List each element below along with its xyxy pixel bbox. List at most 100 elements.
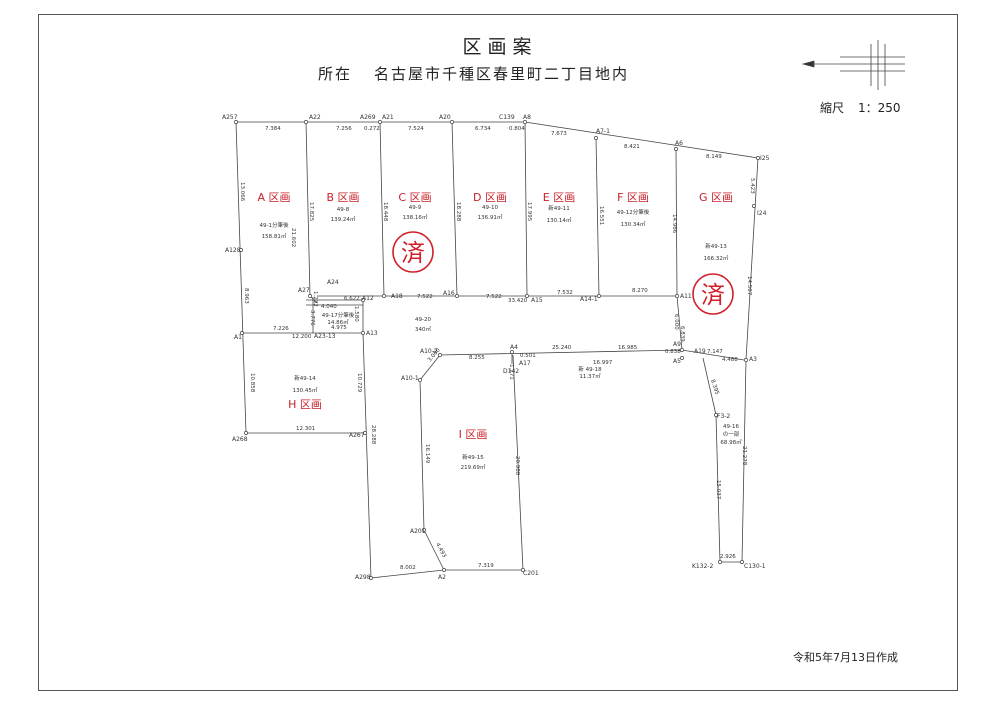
dimension-label: 10.729 (356, 373, 362, 393)
point-label: A15 (531, 297, 543, 304)
scale-label: 縮尺 (820, 101, 845, 115)
dimension-label: 0.804 (509, 126, 525, 132)
drawing-sheet-border (38, 14, 958, 691)
dimension-label: 0.272 (364, 126, 380, 132)
dimension-label: 18.288 (455, 202, 461, 222)
scale-note: 縮尺 1：250 (820, 99, 901, 116)
lot-area: 130.45㎡ (293, 386, 318, 394)
point-label: F3-2 (717, 413, 730, 420)
dimension-label: 18.448 (382, 202, 388, 222)
dimension-label: 8.149 (706, 154, 722, 160)
dimension-label: 15.037 (715, 480, 721, 500)
point-label: D142 (503, 368, 519, 375)
point-label: A24 (327, 279, 339, 286)
dimension-label: 7.147 (707, 349, 723, 355)
parcel-number: 新 49-18 (578, 365, 602, 373)
dimension-label: 16.551 (598, 206, 604, 225)
sold-stamp-c: 済 (392, 231, 434, 273)
point-label: A269 (360, 114, 376, 121)
point-label: A9 (673, 341, 681, 348)
lot-area: 138.16㎡ (403, 213, 428, 221)
point-label: A17 (519, 360, 531, 367)
dimension-label: 8.255 (469, 355, 485, 361)
point-label: A8 (523, 114, 531, 121)
creation-date: 令和5年7月13日作成 (793, 651, 898, 664)
dimension-label: 8.421 (624, 144, 640, 150)
parcel-number: 49-10 (482, 205, 498, 211)
dimension-label: 6.622 (344, 296, 360, 302)
dimension-label: 21.602 (290, 228, 296, 247)
dimension-label: 7.673 (551, 131, 567, 137)
dimension-label: 4.040 (321, 304, 337, 310)
dimension-label: 7.524 (408, 126, 424, 132)
point-label: C130-1 (744, 563, 766, 570)
sold-stamp-text: 済 (401, 239, 425, 267)
dimension-labels: 7.384 7.256 0.272 7.524 6.734 0.804 7.67… (239, 126, 755, 571)
lot-title-b: B 区画 (326, 191, 359, 204)
dimension-label: 4.488 (722, 357, 738, 363)
lot-title-f: F 区画 (617, 191, 649, 204)
dimension-label: 1.271 (508, 364, 514, 380)
dimension-label: 12.301 (296, 426, 315, 432)
location-line: 所在名古屋市千種区春里町二丁目地内 (318, 63, 629, 84)
scale-value: 1：250 (858, 101, 901, 115)
point-label: A13 (366, 330, 378, 337)
parcel-number: 49-12分筆後 (617, 208, 650, 216)
dimension-label: 1.580 (353, 306, 359, 322)
lot-title-g: G 区画 (699, 191, 733, 204)
point-label: I24 (757, 210, 767, 217)
parcel-number: 新49-13 (705, 242, 727, 250)
parcel-number: 新49-11 (548, 204, 569, 212)
point-label: A298 (355, 574, 371, 581)
lot-area: 130.34㎡ (621, 220, 646, 228)
point-labels: A257 A22 A269 A21 A20 C139 A8 A7-1 A6 I2… (222, 114, 770, 581)
dimension-label: 4.975 (331, 325, 347, 331)
lot-area: 219.69㎡ (461, 463, 486, 471)
sold-stamp-text: 済 (701, 281, 725, 309)
point-label: A19 (694, 348, 706, 355)
point-label: A18 (391, 293, 403, 300)
lot-title-e: E 区画 (543, 191, 575, 204)
point-label: A12 (362, 295, 374, 302)
dimension-label: 7.522 (417, 294, 433, 300)
dimension-label: 7.384 (265, 126, 281, 132)
dimension-label: 14.986 (671, 214, 677, 234)
dimension-label: 16.997 (593, 360, 613, 366)
sold-stamp-g: 済 (692, 273, 734, 315)
dimension-label: 7.319 (478, 563, 494, 569)
lot-titles: A 区画 B 区画 C 区画 D 区画 E 区画 F 区画 G 区画 H 区画 … (257, 191, 733, 441)
dimension-label: 8.963 (243, 288, 249, 304)
dimension-label: 6.839 (679, 326, 685, 342)
parcel-note: の一部 (723, 430, 740, 438)
point-label: A14-1 (580, 296, 598, 303)
dimension-label: 3.776 (309, 310, 315, 326)
dimension-label: 6.000 (673, 314, 679, 330)
lot-area: 68.98㎡ (720, 438, 742, 446)
dimension-label: 21.278 (741, 446, 747, 466)
dimension-label: 7.256 (336, 126, 352, 132)
dimension-label: 20.988 (514, 456, 520, 476)
lot-title-h: H 区画 (288, 398, 322, 411)
dimension-label: 0.838 (665, 349, 681, 355)
point-label: A21 (382, 114, 394, 121)
lot-area: 139.24㎡ (331, 215, 356, 223)
lot-area: 166.32㎡ (704, 254, 729, 262)
point-label: A268 (232, 436, 248, 443)
point-label: K132-2 (692, 563, 714, 570)
lot-details: 49-1分筆後 158.81㎡ 49-8 139.24㎡ 49-9 138.16… (260, 204, 743, 471)
dimension-label: 16.985 (618, 345, 638, 351)
lot-title-i: I 区画 (459, 428, 488, 441)
parcel-number: 49-17分筆後 (322, 311, 355, 319)
parcel-number: 49-9 (409, 205, 422, 211)
lot-area: 158.81㎡ (262, 232, 287, 240)
point-label: A27 (298, 287, 310, 294)
dimension-label: 17.995 (526, 202, 532, 222)
road-parcel-number: 49-20 (415, 317, 431, 323)
dimension-label: 25.240 (552, 345, 572, 351)
point-label: A5 (673, 358, 681, 365)
dimension-label: 8.395 (709, 379, 720, 396)
survey-point-markers (234, 120, 760, 580)
dimension-label: 7.522 (486, 294, 502, 300)
dimension-label: 17.825 (308, 202, 314, 222)
